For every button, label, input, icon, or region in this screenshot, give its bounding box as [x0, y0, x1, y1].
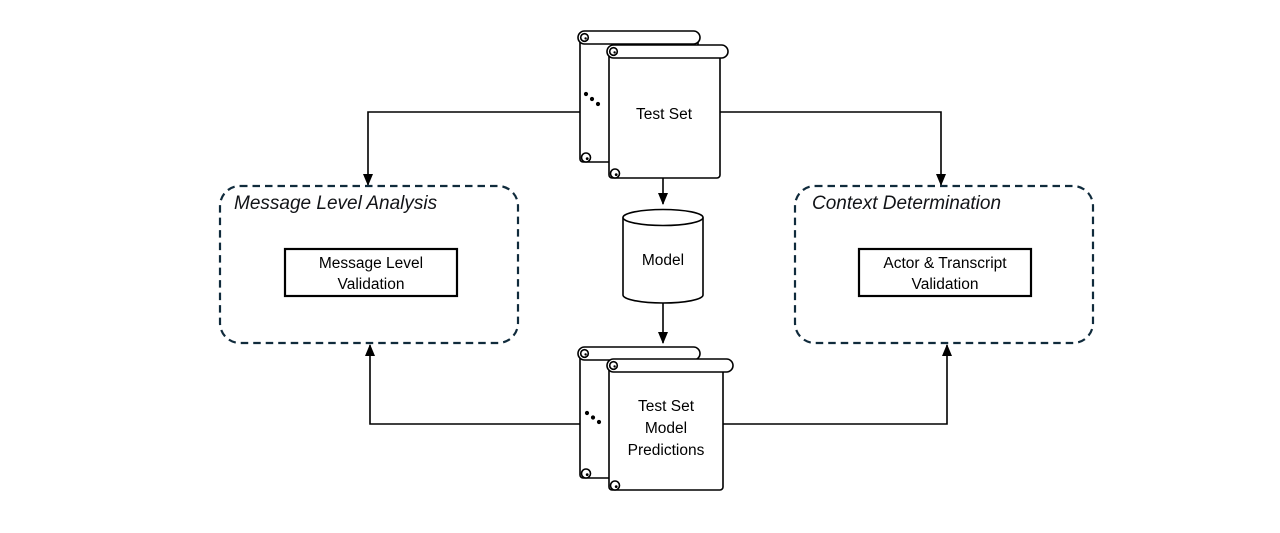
edge-test-set-to-message-level-analysis	[363, 111, 580, 186]
actor-transcript-validation-box	[857, 247, 1033, 298]
context-determination-title: Context Determination	[812, 193, 1001, 214]
cylinder-top	[622, 208, 704, 227]
edge-predictions-to-context-determination	[723, 344, 952, 425]
dashed-container-border	[218, 184, 520, 345]
group-message-level-analysis: Message Level Analysis Message Level Val…	[218, 184, 520, 345]
message-level-validation-line2: Validation	[338, 276, 405, 293]
cylinder-body	[622, 217, 704, 304]
edge-test-set-to-context-determination	[720, 111, 946, 186]
model-label: Model	[642, 252, 684, 269]
message-level-validation-box	[283, 247, 459, 298]
predictions-label-line3: Predictions	[628, 442, 705, 459]
message-level-analysis-title: Message Level Analysis	[234, 193, 438, 214]
document-front-sheet	[606, 358, 734, 491]
predictions-label-line2: Model	[645, 420, 687, 437]
actor-transcript-validation-line2: Validation	[912, 276, 979, 293]
edge-predictions-to-message-level-analysis	[365, 344, 580, 425]
group-context-determination: Context Determination Actor & Transcript…	[793, 184, 1095, 345]
ellipsis-dots-icon	[583, 91, 601, 107]
message-level-validation-line1: Message Level	[319, 255, 423, 272]
node-model: Model	[622, 208, 704, 304]
test-set-label: Test Set	[636, 106, 693, 123]
actor-transcript-validation-line1: Actor & Transcript	[883, 255, 1007, 272]
node-test-set: Test Set	[577, 30, 729, 179]
node-predictions: Test Set Model Predictions	[577, 346, 734, 491]
edges	[363, 111, 952, 425]
dashed-container-border	[793, 184, 1095, 345]
ellipsis-dots-icon	[584, 410, 602, 425]
document-front-sheet	[606, 44, 729, 179]
predictions-label-line1: Test Set	[638, 398, 695, 415]
